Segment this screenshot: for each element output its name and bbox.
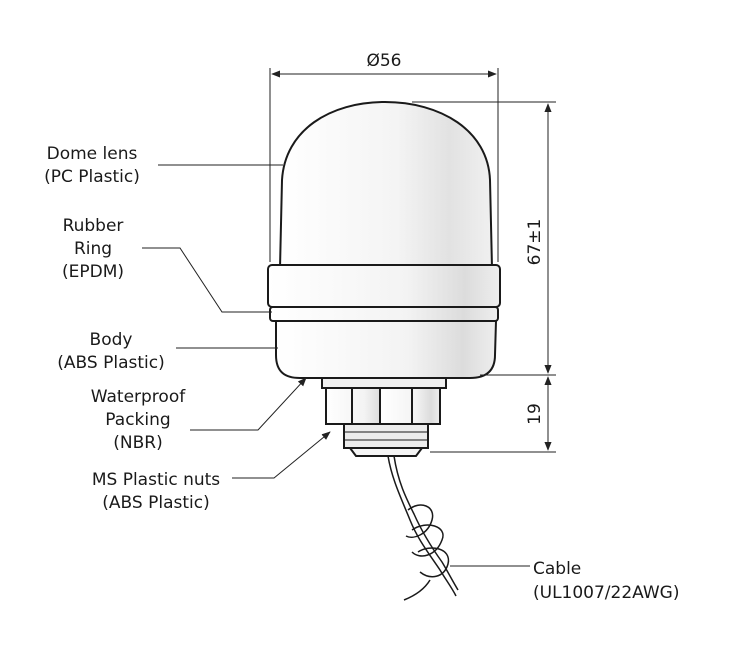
svg-text:Rubber: Rubber (63, 216, 124, 236)
svg-text:(NBR): (NBR) (113, 433, 162, 453)
svg-text:(ABS Plastic): (ABS Plastic) (102, 493, 209, 513)
rubber-ring (269, 306, 499, 322)
svg-text:Ring: Ring (74, 239, 112, 259)
thread (343, 423, 429, 457)
label-rubber-ring: Rubber Ring (EPDM) (62, 216, 124, 282)
label-body: Body (ABS Plastic) (57, 330, 164, 373)
rubber-ring-upper (267, 264, 501, 308)
label-waterproof-packing: Waterproof Packing (NBR) (91, 387, 186, 453)
label-cable: Cable (UL1007/22AWG) (533, 559, 679, 603)
svg-text:Cable: Cable (533, 559, 581, 579)
base-height-label: 19 (525, 403, 545, 425)
dimension-base: 19 (430, 376, 556, 453)
leader-lines (142, 164, 530, 567)
svg-text:(UL1007/22AWG): (UL1007/22AWG) (533, 583, 679, 603)
lamp (267, 100, 501, 601)
ms-plastic-nuts (325, 387, 441, 425)
label-dome-lens: Dome lens (PC Plastic) (44, 144, 140, 187)
svg-text:(ABS Plastic): (ABS Plastic) (57, 353, 164, 373)
svg-text:Body: Body (90, 330, 133, 350)
diameter-label: Ø56 (366, 51, 401, 71)
svg-text:Dome lens: Dome lens (47, 144, 138, 164)
body (275, 320, 498, 379)
svg-text:Packing: Packing (105, 410, 170, 430)
label-ms-plastic-nuts: MS Plastic nuts (ABS Plastic) (92, 470, 220, 513)
height-label: 67±1 (525, 219, 545, 266)
dimension-height: 67±1 (412, 101, 556, 376)
svg-text:(EPDM): (EPDM) (62, 262, 124, 282)
waterproof-packing (321, 377, 447, 389)
cable (387, 455, 459, 601)
svg-text:MS Plastic nuts: MS Plastic nuts (92, 470, 220, 490)
dimension-diameter: Ø56 (269, 51, 499, 262)
dome-lens (278, 100, 494, 269)
svg-text:Waterproof: Waterproof (91, 387, 186, 407)
svg-text:(PC Plastic): (PC Plastic) (44, 167, 140, 187)
